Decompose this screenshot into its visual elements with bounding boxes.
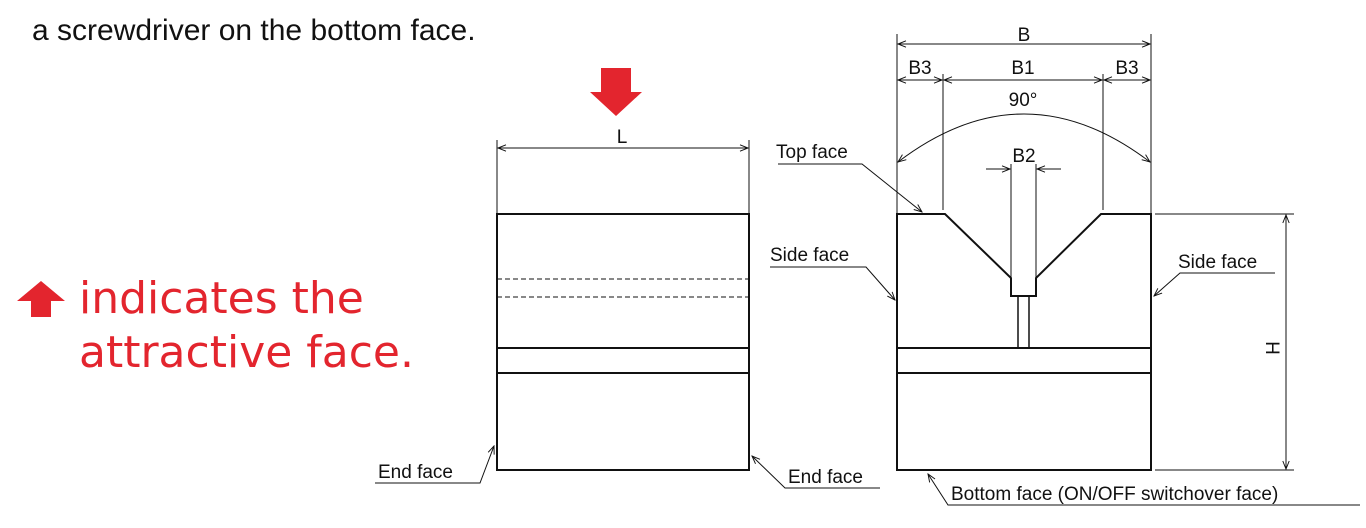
leader-side-face-right [1154,272,1275,296]
red-down-arrow-icon [590,68,642,116]
label-side-face-left: Side face [770,245,849,266]
side-block-outline [896,213,1152,471]
side-view: B B3 B1 B3 90° B2 H Top face [770,25,1360,506]
label-end-face-right: End face [788,467,863,488]
leader-side-face-left [770,266,895,300]
angle-label: 90° [1009,90,1038,111]
intro-text: a screwdriver on the bottom face. [32,14,476,47]
dim-b3-left-label: B3 [908,58,931,79]
label-end-face-left: End face [378,462,453,483]
legend: indicates the attractive face. [15,272,414,380]
label-top-face: Top face [776,142,848,163]
dim-b-label: B [1018,25,1031,46]
legend-text-line-2: attractive face. [79,327,414,378]
leader-end-face-left [375,446,494,484]
dim-b3-right-label: B3 [1115,58,1138,79]
leader-top-face [778,163,922,212]
legend-line-1: indicates the [15,272,414,326]
dim-b2-label: B2 [1012,146,1035,167]
angle-arc [898,113,1150,162]
dim-b1-label: B1 [1011,58,1034,79]
red-up-arrow-icon [17,281,65,317]
leader-bottom-face [928,474,1360,506]
label-side-face-right: Side face [1178,252,1257,273]
leader-end-face-right [752,456,880,489]
legend-text-line-1: indicates the [79,273,364,324]
front-view: L End face End face [375,68,880,489]
dim-h-label: H [1261,341,1282,355]
dim-l-label: L [617,127,628,148]
front-block [496,213,750,471]
label-bottom-face: Bottom face (ON/OFF switchover face) [951,484,1278,505]
